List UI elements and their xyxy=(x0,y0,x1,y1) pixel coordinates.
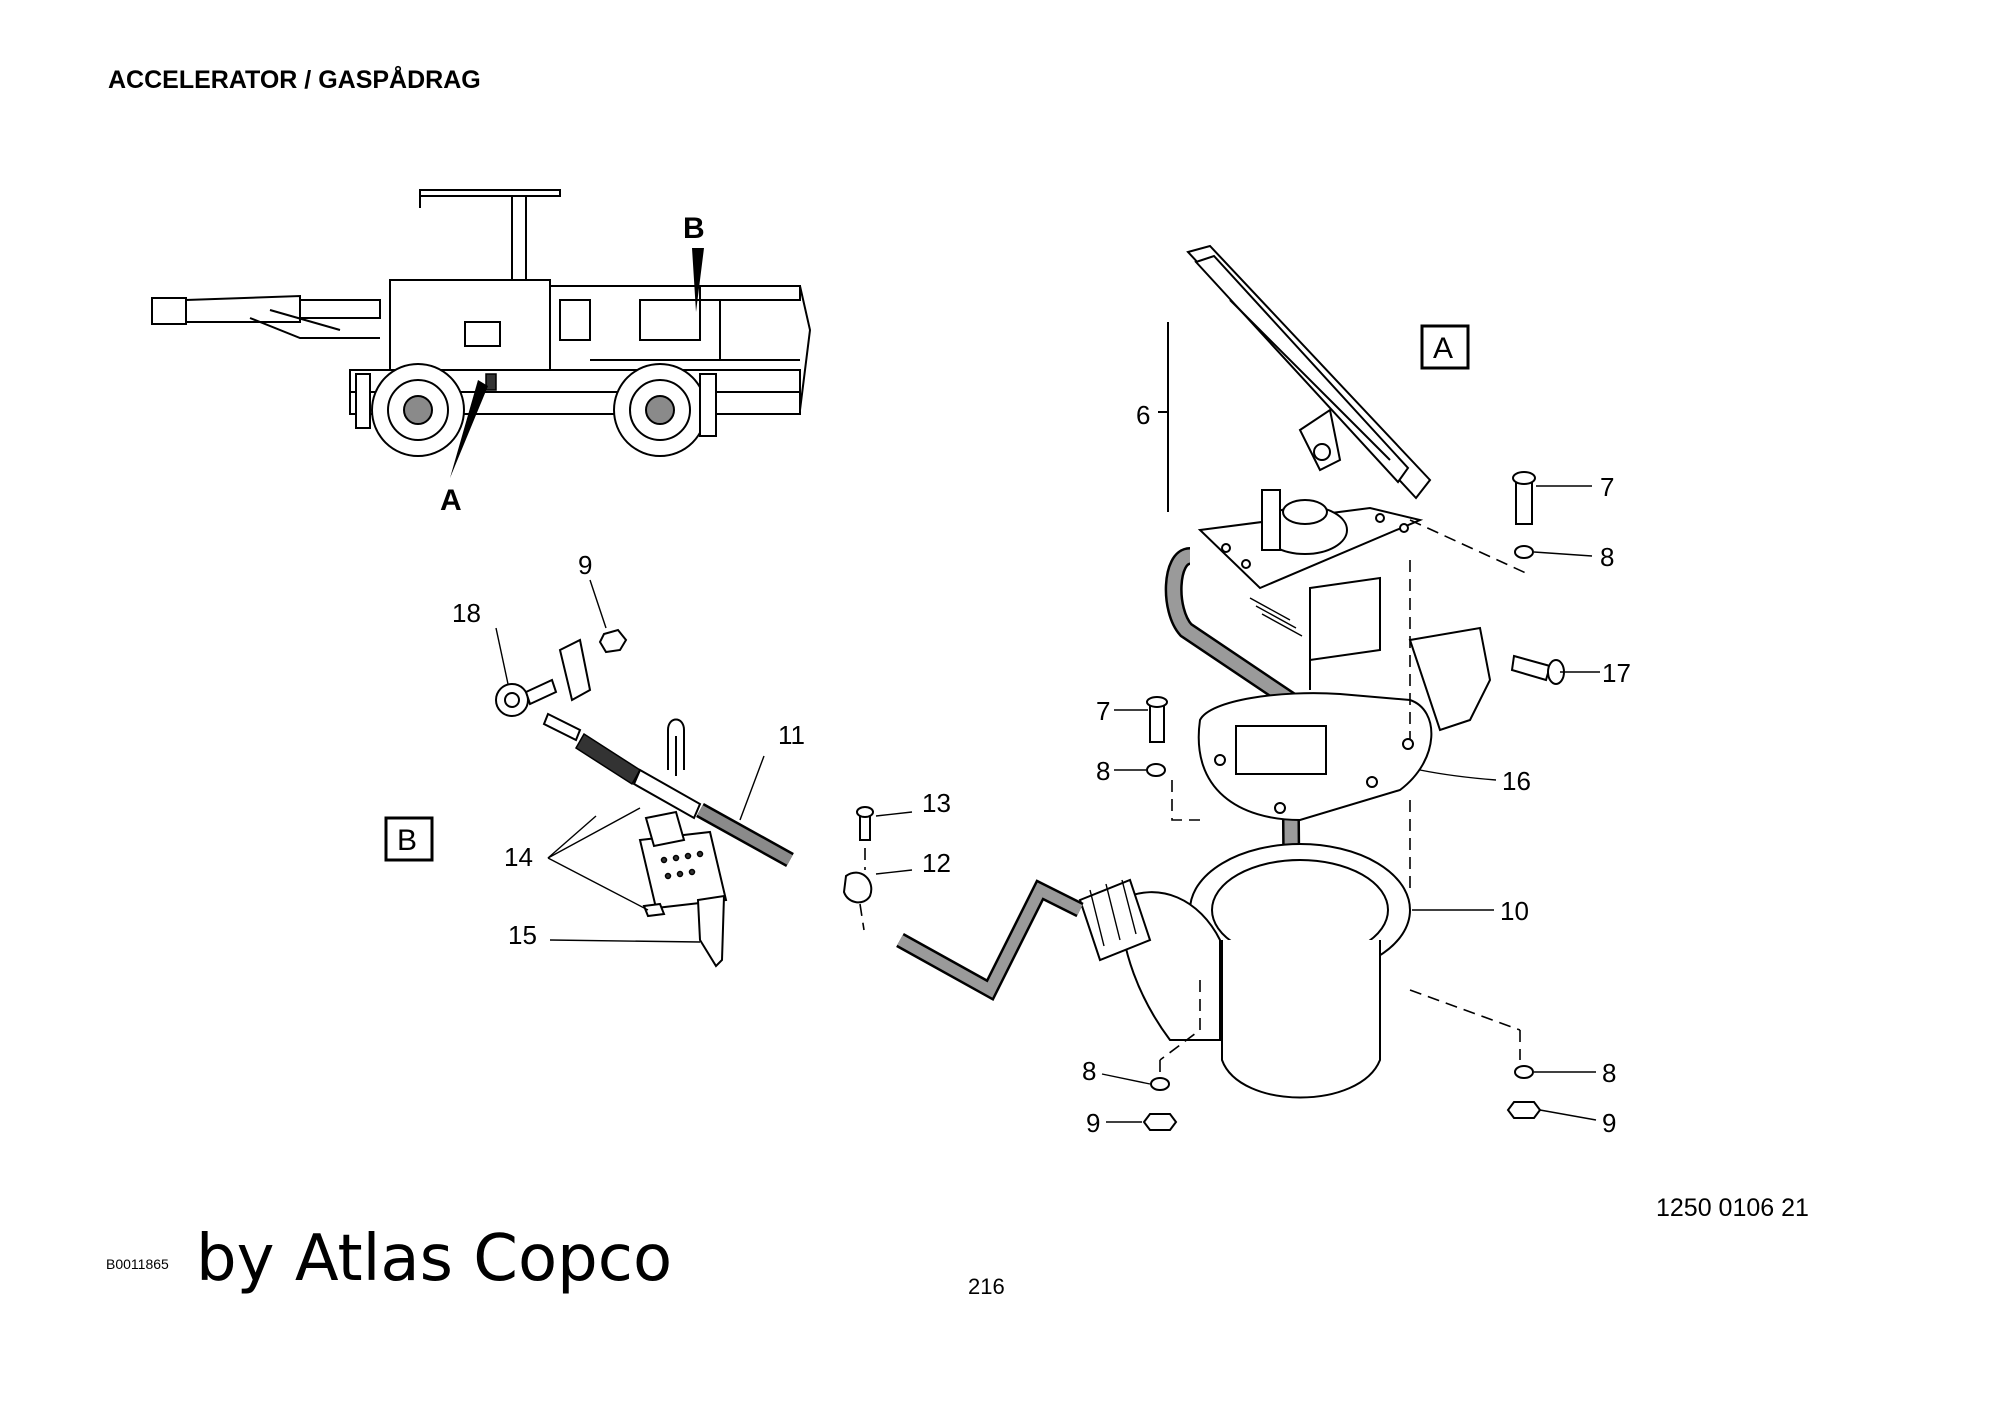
marker-b-label: B xyxy=(683,212,705,245)
callout-9: 9 xyxy=(578,550,592,580)
clamp-12 xyxy=(842,871,873,904)
callout-9: 9 xyxy=(1086,1108,1100,1138)
canopy-roof xyxy=(419,189,561,197)
pedal xyxy=(1186,244,1432,500)
bolt-17 xyxy=(1510,654,1565,685)
washer-8-bottom-left xyxy=(1150,1077,1170,1091)
callout-6: 6 xyxy=(1136,400,1150,430)
marker-a-label: A xyxy=(440,484,462,517)
view-a-box xyxy=(1420,324,1470,370)
callout-9: 9 xyxy=(1602,1108,1616,1138)
callout-12: 12 xyxy=(922,848,951,878)
bolt-7-left xyxy=(1146,696,1168,743)
callout-16: 16 xyxy=(1502,766,1531,796)
view-b-box xyxy=(384,816,434,862)
callout-11: 11 xyxy=(778,720,805,750)
callout-7: 7 xyxy=(1096,696,1110,726)
view-a-label: A xyxy=(1433,332,1453,365)
housing-10 xyxy=(1221,940,1381,1099)
spring xyxy=(574,732,642,786)
callout-7: 7 xyxy=(1600,472,1614,502)
nut-14 xyxy=(642,902,666,918)
callout-13: 13 xyxy=(922,788,951,818)
callout-8: 8 xyxy=(1600,542,1614,572)
washer-8-bottom-right xyxy=(1514,1065,1534,1079)
u-bolt xyxy=(667,730,677,776)
view-b-label: B xyxy=(397,824,417,857)
boom-head xyxy=(151,297,187,325)
boom-arm xyxy=(185,294,301,323)
bolt-7-top xyxy=(1512,471,1536,525)
nut-9-bottom-left xyxy=(1142,1113,1178,1131)
operator-seat xyxy=(464,321,501,347)
washer-8-left xyxy=(1146,763,1166,777)
callout-10: 10 xyxy=(1500,896,1529,926)
callout-8: 8 xyxy=(1082,1056,1096,1086)
page-title: ACCELERATOR / GASPÅDRAG xyxy=(108,66,481,94)
pedal-location xyxy=(485,373,497,391)
callout-14: 14 xyxy=(504,842,533,872)
washer-8-top xyxy=(1514,545,1534,559)
nut-9-b xyxy=(598,628,628,654)
callout-17: 17 xyxy=(1602,658,1631,688)
marker-b-pointer xyxy=(692,248,704,312)
callout-18: 18 xyxy=(452,598,481,628)
callout-15: 15 xyxy=(508,920,537,950)
callout-8: 8 xyxy=(1602,1058,1616,1088)
view-a-assembly: A xyxy=(896,244,1631,1138)
page-number: 216 xyxy=(968,1274,1005,1299)
bracket-16 xyxy=(1408,626,1492,732)
clevis-plate xyxy=(558,638,592,702)
bracket-15 xyxy=(638,830,728,910)
nut-9-bottom-right xyxy=(1506,1101,1542,1119)
drawing-code: 1250 0106 21 xyxy=(1656,1194,1809,1222)
image-code: B0011865 xyxy=(106,1256,169,1272)
watermark: by Atlas Copco xyxy=(196,1222,673,1296)
machine-overview: B A xyxy=(151,189,812,517)
callout-8: 8 xyxy=(1096,756,1110,786)
view-b-assembly: B xyxy=(384,550,951,968)
marker-a-pointer xyxy=(450,380,488,478)
